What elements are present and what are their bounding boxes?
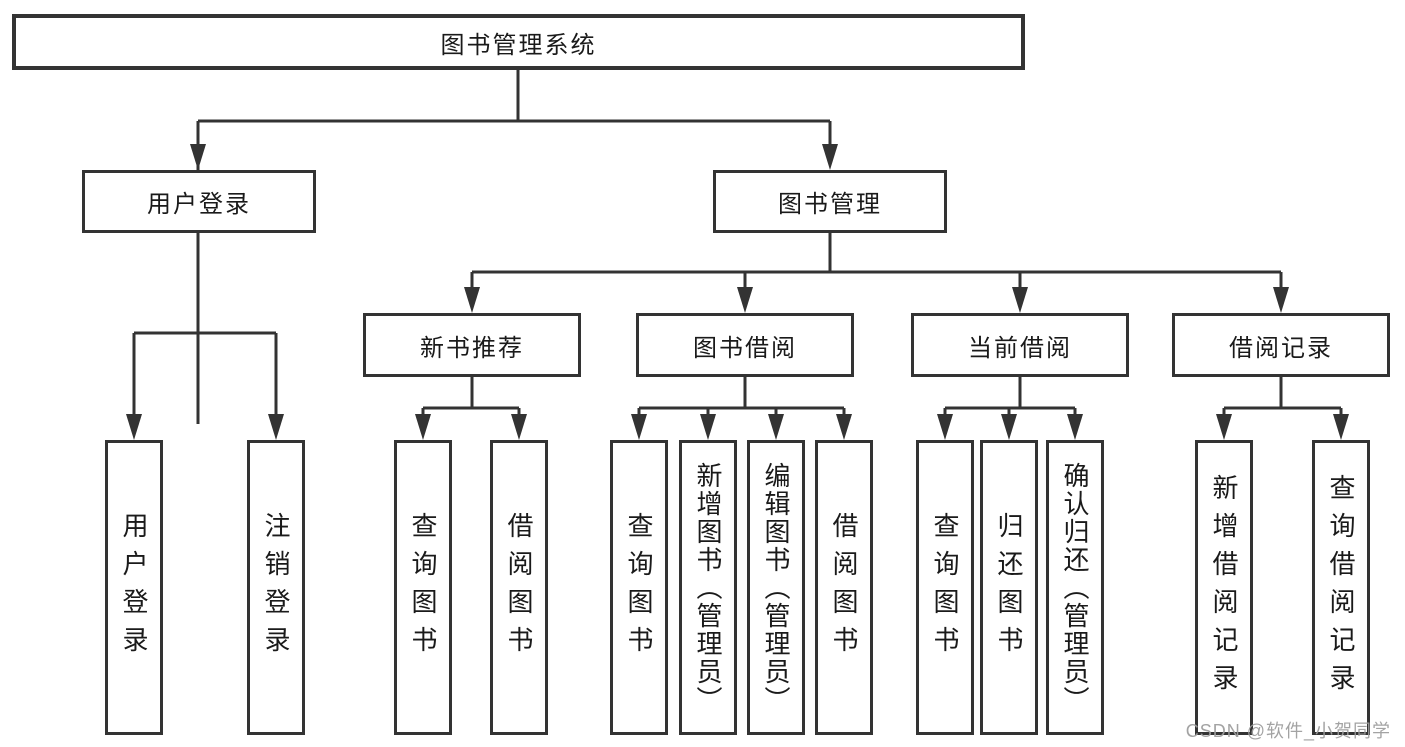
leaf-label: 查询图书 [408,511,438,664]
root-node-system-title: 图书管理系统 [12,14,1025,70]
leaf-label: 新增图书（管理员） [693,461,723,714]
leaf-label: 查询图书 [930,511,960,664]
node-user-login: 用户登录 [82,170,316,233]
leaf-query-book-recommend: 查询图书 [394,440,452,735]
leaf-user-login: 用户登录 [105,440,163,735]
leaf-logout: 注销登录 [247,440,305,735]
csdn-watermark: CSDN @软件_小贺同学 [1185,721,1391,741]
leaf-add-borrow-record: 新增借阅记录 [1195,440,1253,735]
leaf-return-book: 归还图书 [980,440,1038,735]
leaf-borrow-book: 借阅图书 [815,440,873,735]
leaf-query-book-current: 查询图书 [916,440,974,735]
leaf-add-book-admin: 新增图书（管理员） [679,440,737,735]
node-borrow-record: 借阅记录 [1172,313,1390,377]
leaf-label: 查询图书 [624,511,654,664]
leaf-query-borrow-record: 查询借阅记录 [1312,440,1370,735]
leaf-confirm-return-admin: 确认归还（管理员） [1046,440,1104,735]
node-book-management: 图书管理 [713,170,947,233]
leaf-label: 归还图书 [994,511,1024,664]
node-new-book-recommend: 新书推荐 [363,313,581,377]
leaf-borrow-book-recommend: 借阅图书 [490,440,548,735]
leaf-label: 新增借阅记录 [1209,473,1239,702]
leaf-label: 借阅图书 [504,511,534,664]
leaf-label: 用户登录 [119,511,149,664]
leaf-label: 查询借阅记录 [1326,473,1356,702]
node-current-borrow: 当前借阅 [911,313,1129,377]
leaf-label: 确认归还（管理员） [1060,461,1090,714]
leaf-query-book-borrow: 查询图书 [610,440,668,735]
leaf-edit-book-admin: 编辑图书（管理员） [747,440,805,735]
leaf-label: 编辑图书（管理员） [761,461,791,714]
leaf-label: 借阅图书 [829,511,859,664]
arrowheads [126,144,1349,440]
leaf-label: 注销登录 [261,511,291,664]
node-book-borrow: 图书借阅 [636,313,854,377]
